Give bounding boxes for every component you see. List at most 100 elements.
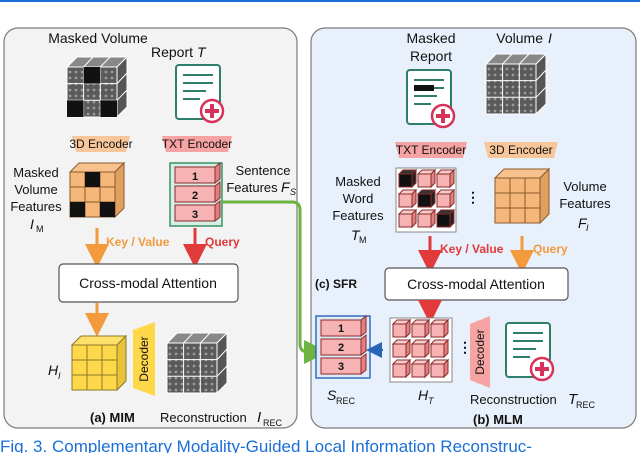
mvf-var: I xyxy=(30,216,34,232)
token-cell xyxy=(417,173,432,188)
query-right: Query xyxy=(533,242,568,256)
token-cell xyxy=(411,343,426,358)
masked-report-line2: Report xyxy=(410,48,452,64)
volume-title: Volume xyxy=(496,30,543,46)
encoder-txt-right xyxy=(395,142,467,158)
decoder-left-label: Decoder xyxy=(137,336,151,381)
report-doc-icon xyxy=(174,63,225,124)
attention-box-left xyxy=(58,263,239,303)
token-cell xyxy=(436,173,451,188)
token-cell-side xyxy=(405,338,411,359)
volume-features-cube xyxy=(493,167,551,225)
token-cell xyxy=(411,323,426,338)
reconstruction-report-icon xyxy=(504,321,555,382)
token-cell-side xyxy=(411,188,417,209)
token-cell xyxy=(417,213,432,228)
masked-volume-title: Masked Volume xyxy=(48,30,148,46)
srec-seg-1: 1 xyxy=(338,323,344,335)
vf-line1: Volume xyxy=(563,179,606,194)
token-cell-side xyxy=(405,318,411,339)
token-cell-side xyxy=(411,208,417,229)
hi-sub: I xyxy=(58,371,61,381)
sf-seg-2: 2 xyxy=(192,190,198,202)
recon-right-label: Reconstruction xyxy=(470,392,557,407)
key-value-right: Key / Value xyxy=(440,242,504,256)
encoder-txt-right-label: TXT Encoder xyxy=(396,143,466,157)
volume-icon-right xyxy=(485,53,547,115)
token-cell xyxy=(392,343,407,358)
sf-seg-3: 3 xyxy=(192,209,198,221)
attention-left-label: Cross-modal Attention xyxy=(79,275,217,291)
masked-report-doc-icon xyxy=(405,68,456,129)
vf-sub: I xyxy=(586,223,589,233)
masked-volume-features-cube xyxy=(68,161,126,219)
encoder-3d-left-label: 3D Encoder xyxy=(69,137,132,151)
masked-report-line1: Masked xyxy=(406,30,455,46)
token-cell-side xyxy=(449,188,455,209)
ht-var: H xyxy=(418,387,429,403)
srec-var: S xyxy=(327,387,337,403)
decoder-left xyxy=(133,322,155,396)
srec-stack xyxy=(315,314,371,379)
mwf-sub: M xyxy=(359,235,367,245)
recon-right-sub: REC xyxy=(576,400,596,410)
sentence-feature-stack xyxy=(169,161,223,227)
recon-right-var: T xyxy=(568,391,579,408)
mvf-line1: Masked xyxy=(13,165,59,180)
token-cell-side xyxy=(424,318,430,339)
token-cell xyxy=(392,323,407,338)
token-cell-side xyxy=(430,208,436,229)
token-cell xyxy=(436,213,451,228)
hi-var: H xyxy=(48,362,59,378)
mvf-line3: Features xyxy=(10,199,62,214)
token-cell-side xyxy=(430,168,436,189)
mwf-var: T xyxy=(351,227,361,243)
decoder-right-label: Decoder xyxy=(473,329,487,374)
volume-var: I xyxy=(548,30,552,46)
mwf-line2: Word xyxy=(343,191,374,206)
token-cell-side xyxy=(443,338,449,359)
token-cell-side xyxy=(449,208,455,229)
mlm-label: (b) MLM xyxy=(473,412,523,427)
reconstruction-volume-left xyxy=(166,332,228,394)
sfr-connector xyxy=(222,200,328,364)
sf-var: F xyxy=(281,179,291,195)
srec-seg-2: 2 xyxy=(338,342,344,354)
report-var: T xyxy=(197,44,207,60)
token-cell xyxy=(398,213,413,228)
masked-word-features-grid xyxy=(395,167,457,233)
srec-sub: REC xyxy=(336,396,356,406)
vf-var: F xyxy=(578,215,588,231)
token-cell xyxy=(411,363,426,378)
token-cell xyxy=(398,173,413,188)
sf-line1: Sentence xyxy=(236,163,291,178)
token-cell-side xyxy=(443,358,449,379)
masked-volume-icon xyxy=(66,56,128,118)
attention-box-right xyxy=(384,267,569,301)
token-cell xyxy=(430,343,445,358)
mvf-line2: Volume xyxy=(14,182,57,197)
token-cell-side xyxy=(443,318,449,339)
token-cell xyxy=(436,193,451,208)
sf-line2: Features xyxy=(226,180,278,195)
encoder-3d-right xyxy=(484,142,558,158)
token-cell xyxy=(430,323,445,338)
token-cell xyxy=(398,193,413,208)
report-title: Report xyxy=(151,44,193,60)
encoder-3d-left xyxy=(72,136,130,152)
hi-cube xyxy=(70,334,128,392)
token-cell-side xyxy=(405,358,411,379)
token-cell-side xyxy=(430,188,436,209)
srec-seg-3: 3 xyxy=(338,361,344,373)
token-cell xyxy=(430,363,445,378)
ht-sub: T xyxy=(428,396,435,406)
recon-left-sub: REC xyxy=(263,418,283,428)
ht-grid xyxy=(389,317,453,383)
key-value-left: Key / Value xyxy=(106,235,170,249)
encoder-3d-right-label: 3D Encoder xyxy=(489,143,552,157)
recon-left-var: I xyxy=(257,409,261,426)
mvf-sub: M xyxy=(36,224,44,234)
mwf-line1: Masked xyxy=(335,174,381,189)
mwf-line3: Features xyxy=(332,208,384,223)
